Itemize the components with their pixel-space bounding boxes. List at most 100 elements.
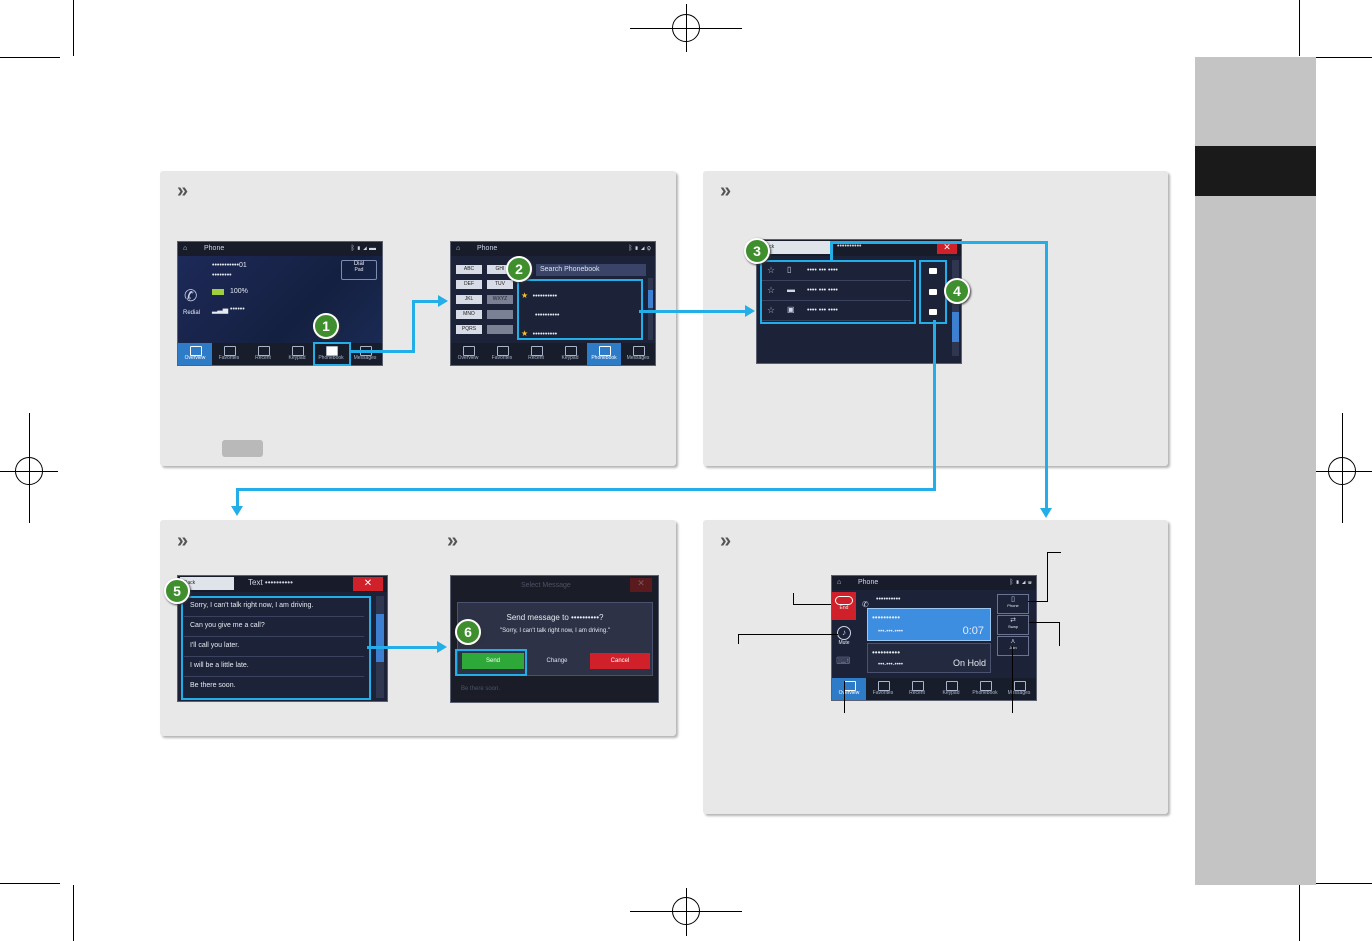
tab-messages[interactable]: Messages <box>621 343 655 365</box>
message-icon[interactable] <box>929 309 937 315</box>
number-row-2-text: •••• ••• •••• <box>807 287 838 294</box>
tab-recent[interactable]: Recent <box>246 343 280 365</box>
number-row-1[interactable]: ☆ ▯ •••• ••• •••• <box>761 262 911 281</box>
letter-def[interactable]: DEF <box>456 280 482 289</box>
template-item-3[interactable]: I'll call you later. <box>184 636 364 657</box>
screen3-title: •••••••••• <box>837 243 862 250</box>
end-call-label: End <box>839 605 849 611</box>
status-icons: ᛒ ▮ ◢ ▬ <box>350 245 376 252</box>
tab-favorites[interactable]: Favorites <box>212 343 246 365</box>
cancel-button[interactable]: Cancel <box>590 653 650 669</box>
join-label: Join <box>1009 645 1017 650</box>
letter-blank-2[interactable] <box>487 325 513 334</box>
tab-favorites[interactable]: Favorites <box>485 343 519 365</box>
search-phonebook-bar[interactable]: Search Phonebook <box>536 264 646 276</box>
message-icon[interactable] <box>929 268 937 274</box>
letter-mno[interactable]: MNO <box>456 310 482 319</box>
contact-row-2-text: •••••••••• <box>535 312 560 319</box>
close-icon[interactable]: ✕ <box>937 241 957 254</box>
tab-phonebook[interactable]: Phonebook <box>968 678 1002 700</box>
favorite-star-icon: ★ <box>521 329 529 338</box>
tab-favorites[interactable]: Favorites <box>866 678 900 700</box>
dimmed-title: Select Message <box>521 582 571 589</box>
close-icon[interactable]: ✕ <box>353 577 383 591</box>
back-button[interactable]: Back <box>180 577 234 590</box>
star-outline-icon[interactable]: ☆ <box>767 265 776 275</box>
screen-contact-numbers: Back •••••••••• ✕ ☆ ▯ •••• ••• •••• ☆ ▬ … <box>756 239 962 364</box>
scrollbar[interactable] <box>952 260 959 356</box>
letter-tuv[interactable]: TUV <box>487 280 513 289</box>
tab-messages[interactable]: Messages <box>1002 678 1036 700</box>
tab-messages[interactable]: Messages <box>348 343 382 365</box>
swap-button[interactable]: ⇄ Swap <box>997 615 1029 635</box>
call2-status: On Hold <box>952 658 986 668</box>
settings-icon[interactable]: ᛒ ▮ ◢ ⚙ <box>628 245 651 252</box>
call2-name: •••••••••• <box>872 648 901 657</box>
redial-label: Redial <box>183 310 201 316</box>
template-item-5[interactable]: Be there soon. <box>190 682 236 689</box>
tab-recent[interactable]: Recent <box>519 343 553 365</box>
template-list: Sorry, I can't talk right now, I am driv… <box>180 596 368 698</box>
screen1-topbar: ⌂ Phone ᛒ ▮ ◢ ▬ <box>178 242 382 256</box>
change-button[interactable]: Change <box>526 653 588 669</box>
dial-pad-button[interactable]: Dial Pad <box>341 260 377 280</box>
letter-pqrs[interactable]: PQRS <box>456 325 482 334</box>
join-button[interactable]: ⋏ Join <box>997 636 1029 656</box>
mute-button[interactable]: ♪ Mute <box>832 623 856 651</box>
letter-ghi[interactable]: GHI <box>487 265 513 274</box>
letter-blank-1[interactable] <box>487 310 513 319</box>
scrollbar[interactable] <box>648 278 653 340</box>
step-badge-4: 4 <box>944 278 970 304</box>
highlight-phonebook-tab <box>313 342 351 366</box>
screen7-tabbar: Overview Favorites Recent Keypad Phonebo… <box>832 678 1036 700</box>
letter-abc[interactable]: ABC <box>456 265 482 274</box>
tab-recent[interactable]: Recent <box>900 678 934 700</box>
battery-level: 100% <box>230 288 248 295</box>
tab-keypad[interactable]: Keypad <box>934 678 968 700</box>
screen-phone-overview: ⌂ Phone ᛒ ▮ ◢ ▬ ✆ Redial •••••••••••01 •… <box>177 241 383 366</box>
redial-icon[interactable]: ✆ <box>184 288 198 305</box>
letter-jkl[interactable]: JKL <box>456 295 482 304</box>
active-call-card[interactable]: •••••••••• •••-•••-•••• 0:07 <box>867 608 991 641</box>
tab-phonebook[interactable]: Phonebook <box>587 343 621 365</box>
contact-row-3[interactable]: ★ •••••••••• <box>521 323 641 338</box>
phone-handset-button[interactable]: ▯ Phone <box>997 594 1029 614</box>
panel-c-chevron-1: » <box>177 530 189 552</box>
message-icon[interactable] <box>929 289 937 295</box>
template-item-2[interactable]: Can you give me a call? <box>184 616 364 637</box>
screen1-title: Phone <box>204 245 225 252</box>
number-row-3[interactable]: ☆ ▣ •••• ••• •••• <box>761 302 911 321</box>
screen2-title: Phone <box>477 245 498 252</box>
template-item-4[interactable]: I will be a little late. <box>184 656 364 677</box>
star-outline-icon[interactable]: ☆ <box>767 285 776 295</box>
step-badge-2: 2 <box>506 256 532 282</box>
call1-timer: 0:07 <box>962 625 984 637</box>
tab-keypad[interactable]: Keypad <box>280 343 314 365</box>
contact-row-2[interactable]: •••••••••• <box>521 304 655 319</box>
screen3-topbar: Back •••••••••• ✕ <box>757 240 961 256</box>
dimmed-close-icon: ✕ <box>630 578 652 592</box>
mute-label: Mute <box>838 640 850 646</box>
tab-phonebook[interactable]: Phonebook <box>314 343 348 365</box>
tab-overview[interactable]: Overview <box>178 343 212 365</box>
dial-pad-sub: Pad <box>354 267 364 273</box>
tab-overview[interactable]: Overview <box>832 678 866 700</box>
end-call-button[interactable]: End <box>832 592 856 620</box>
home-icon[interactable]: ⌂ <box>837 579 842 586</box>
contact-row-1-text: •••••••••• <box>532 293 558 300</box>
tab-overview[interactable]: Overview <box>451 343 485 365</box>
held-call-card[interactable]: •••••••••• •••-•••-•••• On Hold <box>867 643 991 673</box>
home-icon[interactable]: ⌂ <box>183 245 188 252</box>
phone-number-sub: •••••••• <box>212 272 232 279</box>
template-item-1[interactable]: Sorry, I can't talk right now, I am driv… <box>184 596 364 617</box>
home-icon[interactable]: ⌂ <box>456 245 461 252</box>
keypad-dim-icon[interactable]: ⌨ <box>836 656 851 667</box>
send-button[interactable]: Send <box>462 653 524 669</box>
number-row-2[interactable]: ☆ ▬ •••• ••• •••• <box>761 282 911 301</box>
section-side-tab-marker <box>1195 146 1316 196</box>
star-outline-icon[interactable]: ☆ <box>767 305 776 315</box>
screen2-topbar: ⌂ Phone ᛒ ▮ ◢ ⚙ <box>451 242 655 256</box>
contact-row-1[interactable]: ★ •••••••••• <box>521 285 641 300</box>
letter-wxyz[interactable]: WXYZ <box>487 295 513 304</box>
tab-keypad[interactable]: Keypad <box>553 343 587 365</box>
